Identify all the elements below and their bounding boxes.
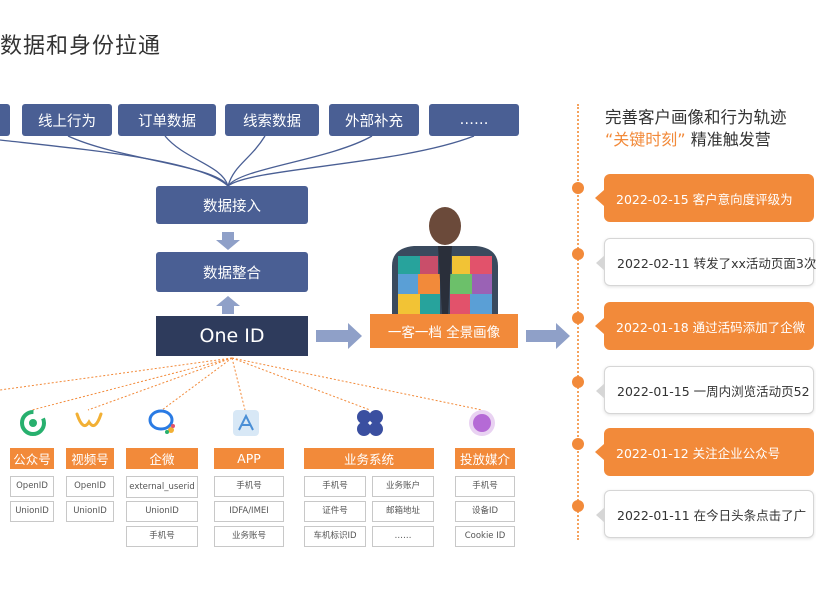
right-subtitle: “关键时刻” 精准触发营 xyxy=(605,126,771,150)
channel-label: 投放媒介 xyxy=(455,448,515,469)
timeline-event: 2022-01-12 关注企业公众号 xyxy=(595,428,814,476)
timeline-event: 2022-01-15 一周内浏览活动页52 xyxy=(596,366,814,414)
business-system-icon xyxy=(357,410,383,436)
timeline-dot xyxy=(572,500,584,512)
data-access-box: 数据接入 xyxy=(156,186,308,224)
id-item: OpenID xyxy=(66,476,114,497)
channel-label: 业务系统 xyxy=(304,448,434,469)
channel-label: 企微 xyxy=(126,448,198,469)
wechat-official-account-icon xyxy=(20,410,46,436)
source-box-clipped xyxy=(0,104,10,136)
id-item: external_userid xyxy=(126,476,198,498)
id-item: 手机号 xyxy=(126,526,198,547)
source-box: …… xyxy=(429,104,519,136)
id-item: 证件号 xyxy=(304,501,366,522)
id-item: Cookie ID xyxy=(455,526,515,547)
source-box: 外部补充 xyxy=(329,104,419,136)
id-item: 业务账号 xyxy=(214,526,284,547)
data-integration-box: 数据整合 xyxy=(156,252,308,292)
id-item: 邮箱地址 xyxy=(372,501,434,522)
timeline-dot xyxy=(572,312,584,324)
source-box: 线上行为 xyxy=(22,104,112,136)
channel-label: APP xyxy=(214,448,284,469)
id-item: …… xyxy=(372,526,434,547)
page-title: 数据和身份拉通 xyxy=(0,34,162,59)
ad-media-icon xyxy=(469,410,495,436)
id-item: OpenID xyxy=(10,476,54,497)
one-id-box: One ID xyxy=(156,316,308,356)
id-item: 手机号 xyxy=(455,476,515,497)
timeline-event: 2022-01-18 通过活码添加了企微 xyxy=(595,302,814,350)
source-box: 线索数据 xyxy=(225,104,319,136)
timeline-dot xyxy=(572,248,584,260)
channel-label: 公众号 xyxy=(10,448,54,469)
id-item: UnionID xyxy=(66,501,114,522)
id-item: 设备ID xyxy=(455,501,515,522)
channel-label: 视频号 xyxy=(66,448,114,469)
id-item: 车机标识ID xyxy=(304,526,366,547)
timeline-dot xyxy=(572,182,584,194)
timeline-dot xyxy=(572,376,584,388)
wechat-channels-icon xyxy=(75,412,103,428)
right-subtitle-rest: 精准触发营 xyxy=(690,130,771,149)
timeline-dot xyxy=(572,438,584,450)
timeline-event: 2022-02-15 客户意向度评级为 xyxy=(595,174,814,222)
app-icon xyxy=(233,410,259,436)
right-subtitle-highlight: “关键时刻” xyxy=(605,130,686,149)
id-item: 手机号 xyxy=(214,476,284,497)
id-item: 手机号 xyxy=(304,476,366,497)
id-item: UnionID xyxy=(10,501,54,522)
timeline-event: 2022-02-11 转发了xx活动页面3次 xyxy=(596,238,816,286)
id-item: 业务账户 xyxy=(372,476,434,497)
customer-profile-person-icon xyxy=(392,207,498,314)
id-item: UnionID xyxy=(126,501,198,522)
source-box: 订单数据 xyxy=(118,104,216,136)
right-title: 完善客户画像和行为轨迹 xyxy=(605,108,787,127)
id-item: IDFA/IMEI xyxy=(214,501,284,522)
unified-profile-label: 一客一档 全景画像 xyxy=(370,314,518,348)
wecom-icon xyxy=(148,409,175,434)
timeline-event: 2022-01-11 在今日头条点击了广 xyxy=(596,490,814,538)
